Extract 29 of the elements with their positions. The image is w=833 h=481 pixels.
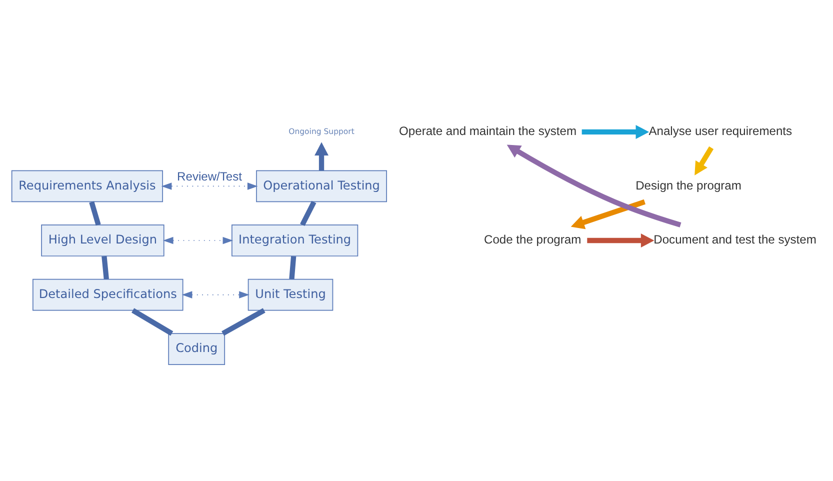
node-text: Analyse user requirements <box>648 124 792 138</box>
arrow <box>587 234 654 248</box>
arrow <box>162 236 234 244</box>
connector <box>300 200 316 226</box>
node-text: Code the program <box>484 232 582 247</box>
node-box: Detailed Specifications <box>32 278 184 311</box>
arrow <box>694 146 714 176</box>
arrow <box>570 199 646 230</box>
connector <box>89 201 101 226</box>
connector <box>289 256 296 280</box>
node-box: Requirements Analysis <box>11 170 163 202</box>
node-text: Document and test the system <box>654 232 816 247</box>
node-text: Ongoing Support <box>288 126 354 136</box>
connector <box>102 256 109 280</box>
node-text: Design the program <box>636 178 742 192</box>
arrow <box>582 124 650 139</box>
arrow <box>161 182 258 190</box>
arrow <box>182 291 250 298</box>
node-box: High Level Design <box>41 224 164 256</box>
node-box: Unit Testing <box>248 278 334 311</box>
arrow <box>506 144 682 228</box>
connector <box>222 308 266 336</box>
node-text: Operate and maintain the system <box>399 124 577 138</box>
node-box: Integration Testing <box>232 224 358 256</box>
node-box: Coding <box>168 333 226 365</box>
connector <box>132 308 174 336</box>
arrow <box>314 142 329 171</box>
node-box: Operational Testing <box>256 170 387 202</box>
edge-label: Review/Test <box>177 169 242 184</box>
